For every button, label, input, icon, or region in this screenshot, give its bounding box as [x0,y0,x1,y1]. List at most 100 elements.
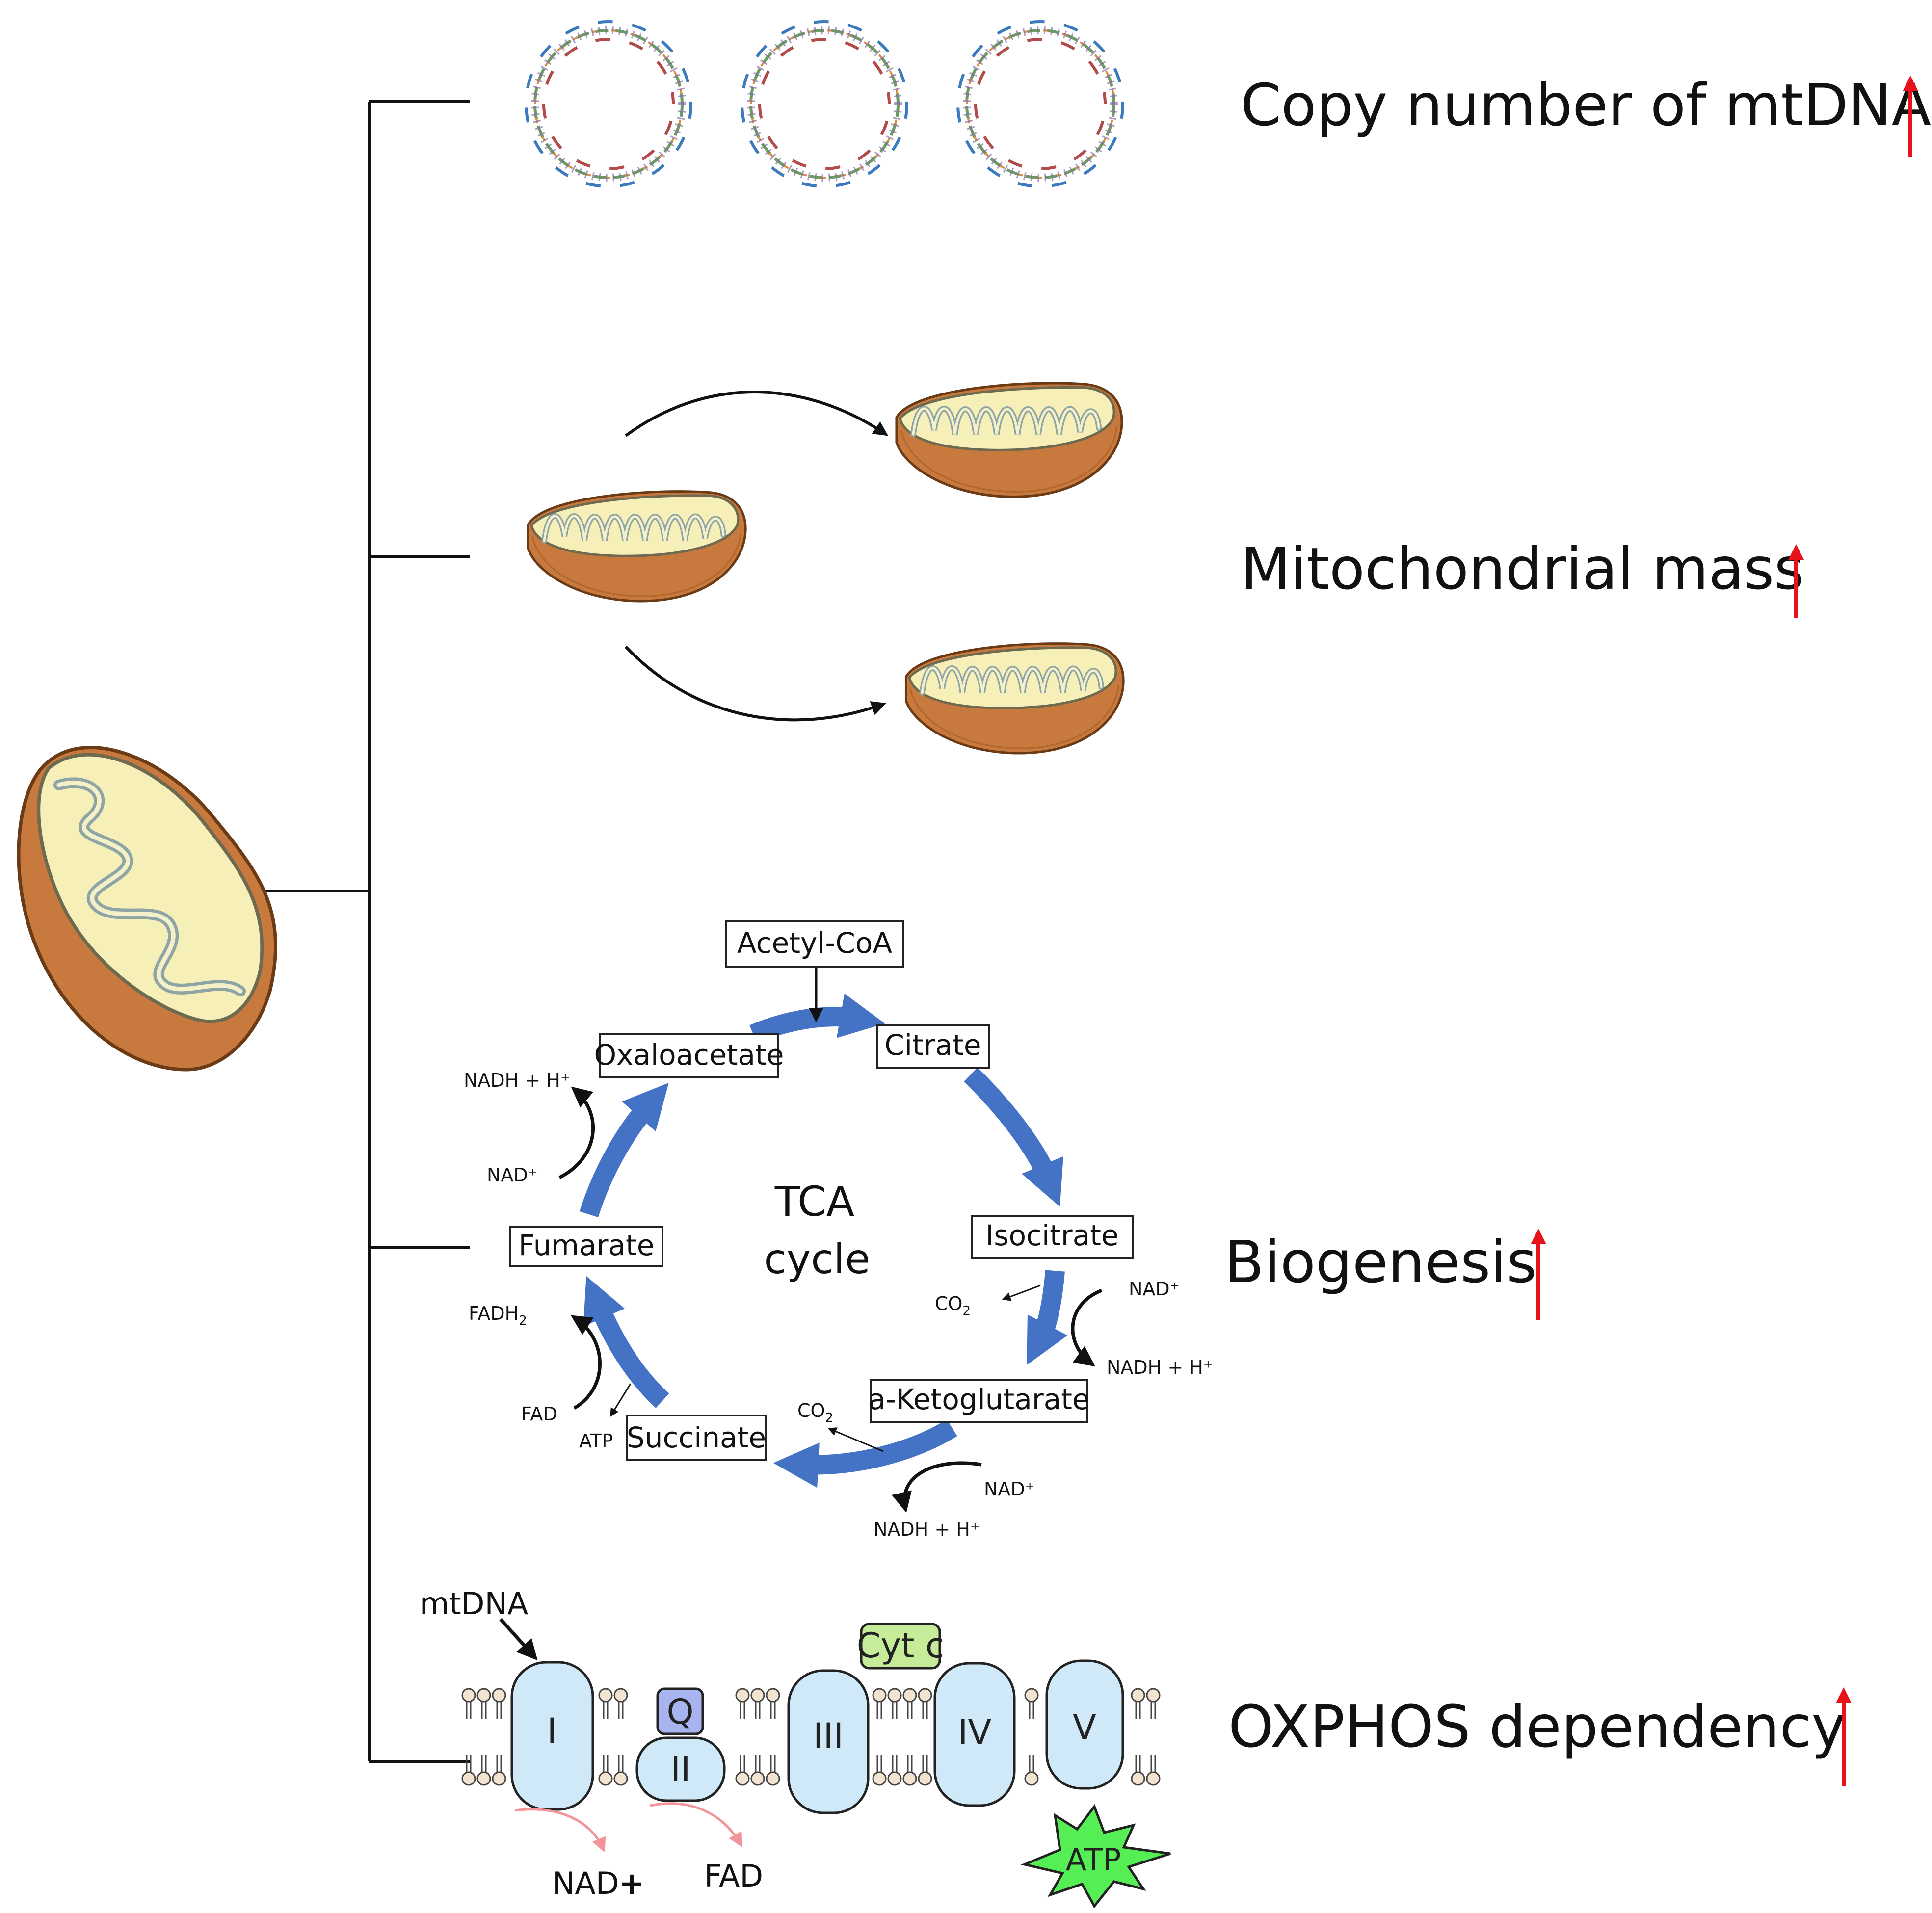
lipid-head-inner [461,1754,476,1786]
mtdna-ring-2 [742,22,907,186]
label-mtdna-input: mtDNA [420,1586,528,1622]
lipid-head-inner [766,1754,780,1786]
nad-arrow [515,1808,606,1853]
label-citrate: Citrate [884,1028,981,1062]
cofactor-arrow-isocitrate [1071,1288,1103,1366]
tca-cycle: Acetyl-CoA Citrate Oxaloacetate Isocitra… [464,920,1213,1540]
cofactor-arrow-succinate [570,1315,602,1410]
box-fumarate [509,1226,663,1267]
label-fad-succinate: FAD [521,1403,557,1425]
label-nad-ketoglutarate: NAD⁺ [984,1478,1035,1500]
label-complex-iv: IV [958,1712,992,1753]
complex-iii [787,1669,870,1814]
label-nadh-ketoglutarate: NADH + H⁺ [873,1519,980,1540]
mitochondrion-daughter-2 [906,644,1123,753]
division-arrow-bottom [624,645,886,722]
cofactor-arrow-oxaloacetate [558,1086,595,1179]
label-co2-isocitrate: CO2 [935,1293,971,1318]
label-oxaloacetate: Oxaloacetate [594,1038,784,1072]
lipid-head-outer [750,1688,765,1720]
atp-arrow-succinate [610,1383,632,1417]
tca-arrow-succinate-fumarate [583,1276,669,1408]
label-co2-ketoglutarate: CO2 [797,1400,833,1425]
lipid-head-inner [613,1754,628,1786]
cofactor-arrow-ketoglutarate [892,1461,982,1513]
lipid-head-inner [902,1754,917,1786]
box-citrate [876,1024,990,1069]
label-fadh2: FADH2 [469,1303,527,1328]
tca-center-line1: TCA [774,1178,855,1226]
tca-center-line2: cycle [764,1235,870,1283]
label-nad-plus: NAD+ [552,1865,645,1901]
mitochondrion-large [17,746,278,1072]
lipid-head-inner [598,1754,613,1786]
tca-arrow-ketoglutarate-succinate [773,1419,957,1488]
label-complex-v: V [1073,1707,1096,1748]
mtdna-arrow [499,1618,538,1661]
label-isocitrate: Isocitrate [985,1219,1118,1252]
tca-arrow-citrate-isocitrate [964,1067,1063,1207]
box-succinate [626,1415,767,1461]
label-atp-succinate: ATP [579,1430,613,1452]
tca-arrow-isocitrate-ketoglutarate [1027,1270,1068,1365]
lipid-head-outer [902,1688,917,1720]
mitochondrion-parent [528,492,745,601]
lipid-head-outer [766,1688,780,1720]
row-label-mtdna: Copy number of mtDNA [1241,71,1931,139]
box-acetyl-coa [725,920,904,968]
box-oxaloacetate [599,1033,779,1078]
fad-arrow [650,1802,742,1848]
lipid-head-inner [1131,1754,1145,1786]
mitochondria-division [528,383,1123,753]
complex-v [1045,1659,1124,1790]
lipid-head-outer [461,1688,476,1720]
mtdna-ring-3 [958,22,1123,186]
complex-ii [635,1736,726,1802]
lipid-head-outer [598,1688,613,1720]
label-nadh-oxaloacetate: NADH + H⁺ [464,1070,570,1091]
lipid-head-outer [872,1688,887,1720]
lipid-head-outer [887,1688,902,1720]
lipid-head-inner [872,1754,887,1786]
label-complex-iii: III [813,1716,844,1756]
label-complex-i: I [547,1711,557,1751]
label-succinate: Succinate [627,1421,766,1454]
label-fumarate: Fumarate [519,1229,655,1262]
tca-arrow-oxaloacetate-citrate [749,993,885,1044]
row-label-mass: Mitochondrial mass [1241,535,1804,603]
mitochondrion-daughter-1 [897,383,1122,497]
lipid-head-inner [492,1754,506,1786]
complex-i [510,1661,594,1811]
complex-q [656,1687,704,1735]
box-a-ketoglutarate [870,1379,1088,1423]
oxphos-membrane: I II Q III IV V Cyt c mtDNA NAD+ FAD ATP [420,1586,1171,1909]
label-fad: FAD [704,1858,763,1894]
co2-arrow-isocitrate [1002,1284,1041,1301]
label-cyt-c: Cyt c [857,1625,945,1666]
bracket-lines [261,100,470,1763]
lipid-head-outer [476,1688,491,1720]
label-nad-oxaloacetate: NAD⁺ [487,1164,538,1186]
label-nadh-isocitrate: NADH + H⁺ [1107,1357,1213,1378]
lipid-head-outer [1024,1688,1039,1720]
atp-star [1020,1804,1171,1909]
lipid-head-outer [1131,1688,1145,1720]
lipid-head-outer [492,1688,506,1720]
label-a-ketoglutarate: a-Ketoglutarate [868,1383,1089,1416]
mtdna-rings [526,22,1123,186]
label-complex-ii: II [670,1749,690,1789]
lipid-head-outer [1146,1688,1161,1720]
label-nad-isocitrate: NAD⁺ [1129,1278,1180,1300]
lipid-head-inner [887,1754,902,1786]
lipid-head-inner [1024,1754,1039,1786]
lipid-head-inner [750,1754,765,1786]
complex-iv [933,1662,1016,1807]
lipid-head-inner [1146,1754,1161,1786]
lipid-head-outer [735,1688,750,1720]
lipid-head-inner [735,1754,750,1786]
label-complex-q: Q [666,1692,693,1732]
lipid-head-outer [918,1688,932,1720]
cyt-c [860,1623,941,1670]
lipid-head-inner [918,1754,932,1786]
